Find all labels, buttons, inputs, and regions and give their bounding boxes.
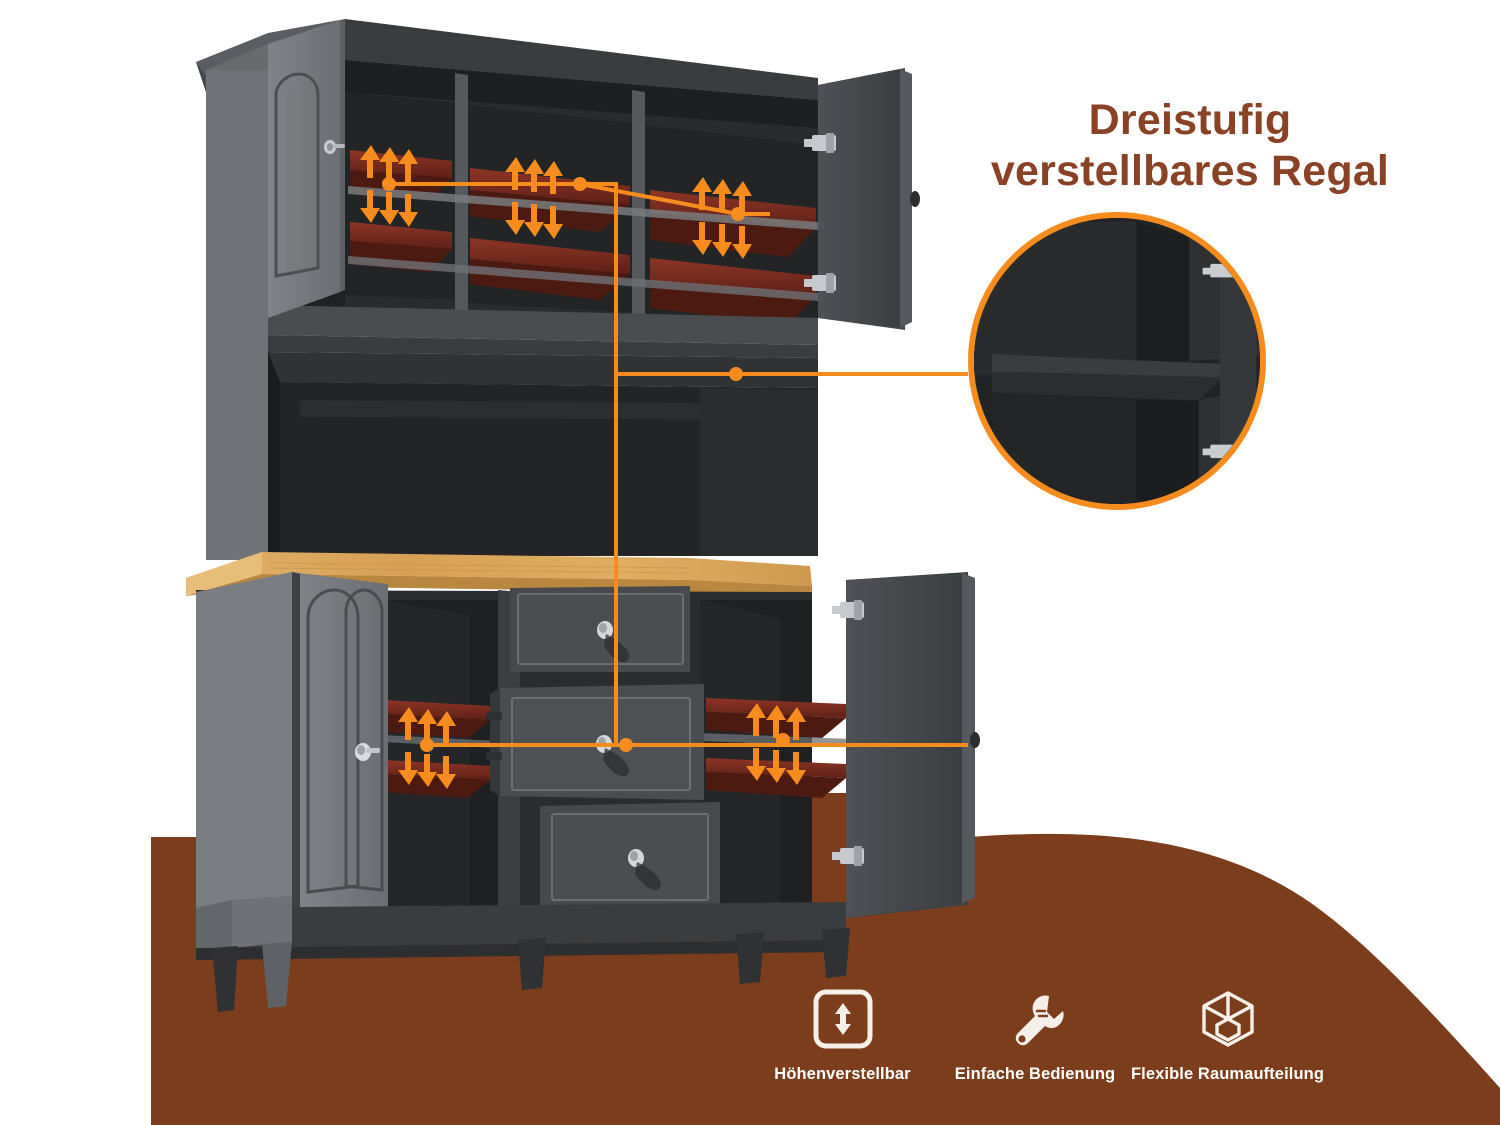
shelf-detail-callout [968, 212, 1266, 510]
feature-label: Einfache Bedienung [954, 1065, 1116, 1083]
wrench-icon [1004, 985, 1066, 1053]
height-adjust-icon [812, 985, 874, 1053]
cube-icon [1197, 985, 1259, 1053]
feature-list: Höhenverstellbar Einfache Bedienung [755, 985, 1324, 1100]
headline-line-1: Dreistufig [1088, 96, 1292, 144]
callout-closeup-image [974, 218, 1260, 504]
feature-item-height-adjustable: Höhenverstellbar [755, 985, 930, 1084]
page-title: Dreistufig verstellbares Regal [880, 95, 1500, 196]
feature-label: Höhenverstellbar [774, 1065, 911, 1083]
headline-line-2: verstellbares Regal [990, 146, 1390, 195]
feature-item-easy-operation: Einfache Bedienung [948, 985, 1123, 1084]
feature-item-flexible-space: Flexible Raumaufteilung [1131, 985, 1324, 1084]
feature-label: Flexible Raumaufteilung [1131, 1065, 1324, 1083]
